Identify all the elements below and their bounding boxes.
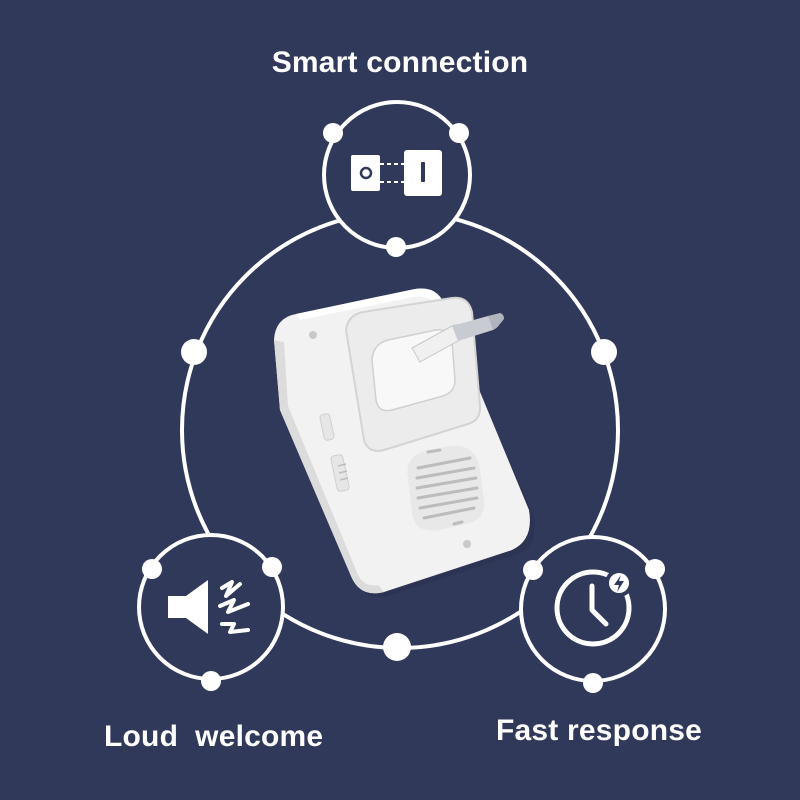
feature-label-fast-response: Fast response (496, 714, 703, 747)
feature-circle-top (322, 100, 472, 257)
feature-circle-right (519, 535, 667, 693)
feature-circle-left (137, 533, 285, 691)
loudspeaker-icon (168, 580, 250, 634)
clock-bolt-icon (554, 569, 633, 647)
speaker-grille (407, 445, 485, 531)
feature-label-smart-connection: Smart connection (271, 46, 529, 79)
doorbell-receiver (274, 288, 535, 598)
feature-label-loud-welcome: Loud welcome (104, 720, 324, 753)
connection-switch-icon (351, 150, 442, 196)
